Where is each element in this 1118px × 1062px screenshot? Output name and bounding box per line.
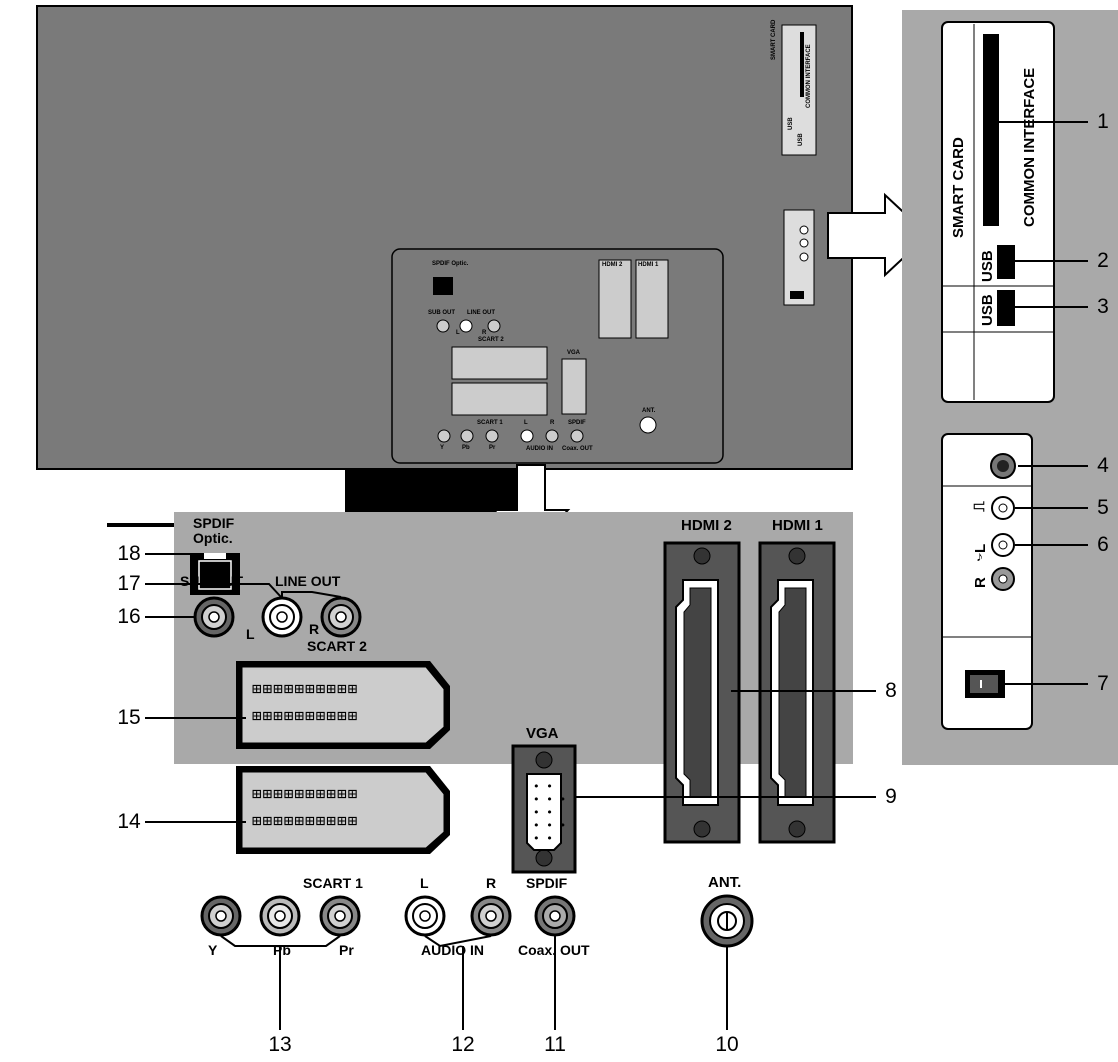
- sub-out-jack: [193, 596, 235, 638]
- tv-stand: [345, 469, 517, 515]
- line-out-l-jack: [261, 596, 303, 638]
- usb-port-2: [997, 290, 1015, 326]
- vga-pins: • •• • •• •• • •• •: [533, 780, 567, 845]
- pb-jack: [259, 895, 301, 937]
- mini-audio-in-label: AUDIO IN: [526, 446, 553, 452]
- mini-sub-out-label: SUB OUT: [428, 310, 455, 316]
- hdmi2-label: HDMI 2: [681, 517, 732, 534]
- audio-in-l-jack: [404, 895, 446, 937]
- ant-label: ANT.: [708, 874, 742, 891]
- mini-usb-b-label: USB: [798, 133, 804, 146]
- vga-socket: [511, 744, 577, 874]
- mini-vga-label: VGA: [567, 350, 581, 356]
- callout-14: 14: [117, 810, 141, 833]
- mini-scart2-label: SCART 2: [478, 337, 504, 343]
- pr-jack: [319, 895, 361, 937]
- mini-coax-out-label: Coax. OUT: [562, 446, 593, 452]
- scart1-label: SCART 1: [303, 875, 363, 891]
- mini-l-label: L: [456, 330, 460, 336]
- mini-audio-r-label: R: [550, 420, 555, 426]
- audio-in-r-jack: [470, 895, 512, 937]
- spdif-coax-label: SPDIF: [526, 875, 568, 891]
- mini-scart1-label: SCART 1: [477, 420, 503, 426]
- ant-socket: [700, 894, 754, 948]
- scart-2-socket: [236, 661, 450, 749]
- side-usb-1-label: USB: [979, 250, 996, 282]
- mini-hdmi1-label: HDMI 1: [638, 262, 659, 268]
- callout-lines: [145, 121, 1088, 1030]
- callout-16: 16: [117, 605, 141, 628]
- line-out-r-jack: [320, 596, 362, 638]
- hdmi-1-socket: [758, 541, 836, 844]
- pb-label: Pb: [273, 942, 291, 958]
- hdmi1-label: HDMI 1: [772, 517, 823, 534]
- mini-hdmi2-label: HDMI 2: [602, 262, 623, 268]
- callout-10: 10: [715, 1033, 739, 1056]
- mini-audio-l-label: L: [524, 420, 528, 426]
- callout-7: 7: [1097, 672, 1109, 695]
- sub-out-label: SUB OUT: [180, 573, 243, 589]
- mini-common-interface-label-text: COMMON INTERFACE: [806, 44, 812, 108]
- mini-side-av-module: [783, 209, 815, 306]
- mini-y-label: Y: [440, 445, 445, 451]
- callout-6: 6: [1097, 533, 1109, 556]
- audio-in-label: AUDIO IN: [421, 942, 484, 958]
- optic-label: Optic.: [193, 530, 233, 546]
- pr-label: Pr: [339, 942, 354, 958]
- y-jack: [200, 895, 242, 937]
- callout-1: 1: [1097, 110, 1109, 133]
- mini-ci-module: [781, 24, 817, 156]
- audio-l-label: L: [420, 875, 429, 891]
- mini-spdif-label: SPDIF: [568, 420, 586, 426]
- y-label: Y: [208, 942, 218, 958]
- usb-port-1: [997, 245, 1015, 279]
- mini-usb-a-label: USB: [788, 117, 794, 130]
- scart1-pins: ⊞⊞⊞⊞⊞⊞⊞⊞⊞⊞: [252, 784, 359, 803]
- callout-2: 2: [1097, 249, 1109, 272]
- mini-r-label: R: [482, 330, 487, 336]
- scart2-pins-row2: ⊞⊞⊞⊞⊞⊞⊞⊞⊞⊞: [252, 706, 359, 725]
- line-out-l-label: L: [246, 626, 255, 642]
- callout-9: 9: [885, 785, 897, 808]
- ci-slot: [983, 34, 999, 226]
- scart2-label: SCART 2: [307, 638, 367, 654]
- audio-r-label: R: [486, 875, 497, 891]
- side-r-label: R: [972, 577, 989, 588]
- hdmi-2-socket: [663, 541, 741, 844]
- scart1-pins-row2: ⊞⊞⊞⊞⊞⊞⊞⊞⊞⊞: [252, 811, 359, 830]
- callout-4: 4: [1097, 454, 1109, 477]
- headphone-icon: ⎍: [970, 501, 988, 512]
- side-common-interface-label: COMMON INTERFACE: [1021, 67, 1038, 227]
- scart2-pins: ⊞⊞⊞⊞⊞⊞⊞⊞⊞⊞: [252, 679, 359, 698]
- scart-1-socket: [236, 766, 450, 854]
- mini-smart-card-label: SMART CARD: [771, 19, 777, 60]
- mini-pr-label: Pr: [489, 445, 496, 451]
- side-smart-card-label: SMART CARD: [950, 137, 967, 238]
- callout-15: 15: [117, 706, 141, 729]
- line-out-label: LINE OUT: [275, 573, 341, 589]
- audio-note-icon: ♪: [976, 548, 983, 564]
- callout-11: 11: [544, 1033, 566, 1056]
- line-out-r-label: R: [309, 621, 320, 637]
- spdif-coax-jack: [534, 895, 576, 937]
- callout-8: 8: [885, 679, 897, 702]
- mini-line-out-label: LINE OUT: [467, 310, 495, 316]
- callout-18: 18: [117, 542, 141, 565]
- callout-17: 17: [117, 572, 141, 595]
- side-usb-2-label: USB: [979, 294, 996, 326]
- mini-spdif-optic-label: SPDIF Optic.: [432, 261, 469, 267]
- spdif-label: SPDIF: [193, 515, 235, 531]
- mini-pb-label: Pb: [462, 445, 470, 451]
- callout-3: 3: [1097, 295, 1109, 318]
- vga-label: VGA: [526, 725, 559, 742]
- callout-13: 13: [268, 1033, 292, 1056]
- callout-12: 12: [451, 1033, 475, 1056]
- coax-out-label: Coax. OUT: [518, 942, 590, 958]
- callout-5: 5: [1097, 496, 1109, 519]
- mini-ant-label: ANT.: [642, 408, 656, 414]
